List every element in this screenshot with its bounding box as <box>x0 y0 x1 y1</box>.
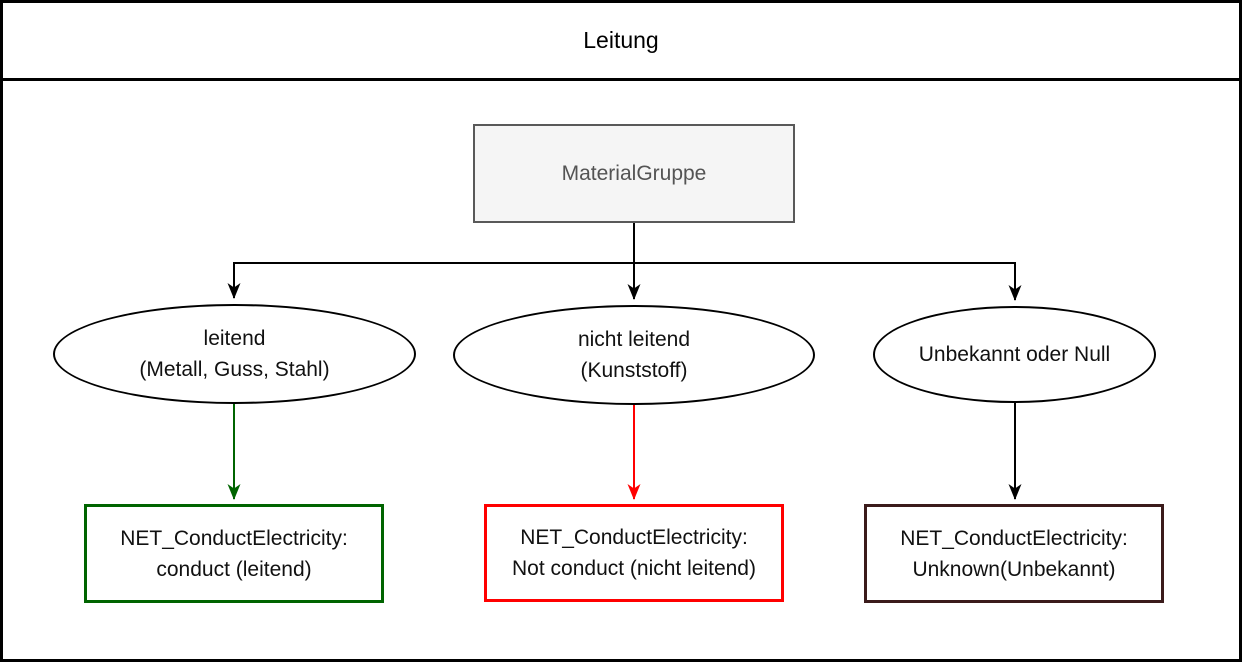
node-result-conduct: NET_ConductElectricity: conduct (leitend… <box>84 504 384 603</box>
result-label-line1: NET_ConductElectricity: <box>520 526 748 549</box>
condition-label-line2: (Metall, Guss, Stahl) <box>139 358 330 381</box>
result-label-line2: Unknown(Unbekannt) <box>912 557 1116 581</box>
node-condition-unbekannt: Unbekannt oder Null <box>873 306 1156 403</box>
condition-label-line1: leitend <box>203 327 266 350</box>
result-label-line2: Not conduct (nicht leitend) <box>512 557 756 580</box>
node-condition-nicht-leitend: nicht leitend (Kunststoff) <box>453 305 815 405</box>
condition-label-line2: (Kunststoff) <box>580 359 688 382</box>
condition-label-line1: Unbekannt oder Null <box>918 343 1111 366</box>
node-condition-leitend: leitend (Metall, Guss, Stahl) <box>53 304 416 404</box>
result-label-line1: NET_ConductElectricity: <box>120 526 348 550</box>
node-result-not-conduct: NET_ConductElectricity: Not conduct (nic… <box>484 504 784 602</box>
condition-label-line1: nicht leitend <box>577 328 691 351</box>
node-material-gruppe-label: MaterialGruppe <box>561 161 707 185</box>
result-label-line1: NET_ConductElectricity: <box>900 526 1128 550</box>
diagram-title: Leitung <box>3 3 1239 81</box>
node-material-gruppe: MaterialGruppe <box>473 124 795 223</box>
result-label-line2: conduct (leitend) <box>156 557 312 581</box>
node-result-unknown: NET_ConductElectricity: Unknown(Unbekann… <box>864 504 1164 603</box>
